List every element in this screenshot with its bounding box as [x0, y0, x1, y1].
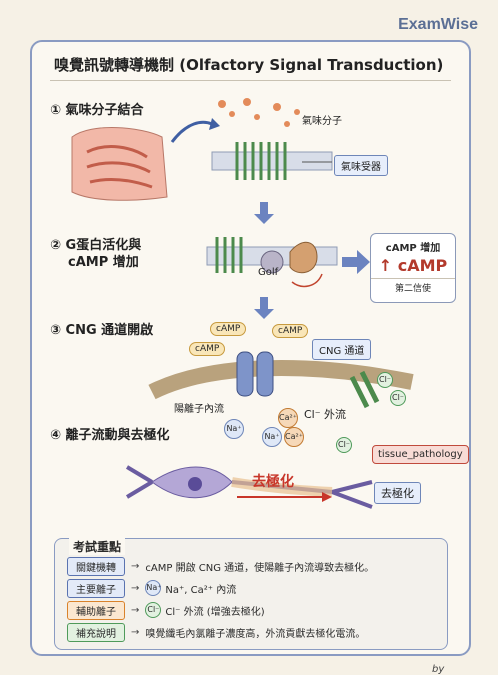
depolarization-tag: 去極化 — [374, 482, 421, 504]
step-2: ② G蛋白活化與 cAMP 增加 — [50, 238, 142, 270]
key-row: 輔助離子→Cl⁻Cl⁻ 外流 (增強去極化) — [67, 600, 265, 620]
cng-channel-tag: CNG 通道 — [312, 339, 372, 360]
cl-ion: Cl⁻ — [336, 437, 352, 453]
key-points-heading: 考試重點 — [69, 538, 126, 555]
cl-ion: Cl⁻ — [390, 390, 406, 406]
step-4: ④ 離子流動與去極化 — [50, 428, 170, 443]
receptor-tag: 氣味受器 — [334, 155, 388, 176]
gprotein-receptor-icon — [215, 237, 243, 273]
cng-channel-icon — [236, 351, 274, 397]
brand-logo: ExamWise — [398, 16, 478, 33]
step-1: ① 氣味分子結合 — [50, 103, 144, 118]
arrow-step1 — [170, 120, 213, 143]
depolarization-label: 去極化 — [252, 474, 294, 490]
key-row: 關鍵機轉→cAMP 開啟 CNG 通道，使陽離子內流導致去極化。 — [67, 556, 374, 576]
cl-channel-icon — [349, 370, 380, 409]
na-ion: Na⁺ — [262, 427, 282, 447]
key-row: 主要離子→Na⁺Na⁺, Ca²⁺ 內流 — [67, 578, 236, 598]
page-title: 嗅覺訊號轉導機制 (Olfactory Signal Transduction) — [54, 56, 444, 74]
golf-icon — [260, 250, 284, 274]
cation-influx-label: 陽離子內流 — [174, 404, 224, 415]
ca-ion: Ca²⁺ — [278, 408, 298, 428]
cl-ion: Cl⁻ — [145, 602, 162, 618]
na-ion: Na⁺ — [145, 580, 162, 596]
nasal-cavity-illustration — [71, 127, 168, 201]
adenylyl-cyclase-icon — [289, 242, 318, 274]
receptor-icon — [235, 142, 287, 180]
camp-increase-box: cAMP 增加 ↑ cAMP 第二信使 — [370, 233, 456, 303]
signature: by — [432, 664, 445, 675]
tissue-pathology-tag: tissue_pathology — [372, 445, 469, 464]
title-divider — [50, 80, 451, 81]
camp-pill: cAMP — [189, 342, 226, 356]
illustration — [71, 98, 414, 509]
cl-ion: Cl⁻ — [377, 372, 393, 388]
key-points-box: 考試重點 關鍵機轉→cAMP 開啟 CNG 通道，使陽離子內流導致去極化。 主要… — [54, 538, 448, 650]
key-row: 補充說明→嗅覺纖毛內氯離子濃度高，外流貢獻去極化電流。 — [67, 622, 365, 642]
odorant-label: 氣味分子 — [302, 116, 342, 127]
step-3: ③ CNG 通道開啟 — [50, 323, 154, 338]
neuron-illustration — [125, 465, 373, 509]
odorant-molecules-icon — [218, 98, 300, 127]
cl-efflux-label: Cl⁻ 外流 — [304, 408, 347, 421]
camp-pill: cAMP — [272, 324, 309, 338]
golf-label: Golf — [258, 267, 279, 278]
camp-pill: cAMP — [210, 322, 247, 336]
ca-ion: Ca²⁺ — [284, 427, 304, 447]
na-ion: Na⁺ — [224, 419, 244, 439]
diagram-card: 嗅覺訊號轉導機制 (Olfactory Signal Transduction) — [30, 40, 471, 675]
